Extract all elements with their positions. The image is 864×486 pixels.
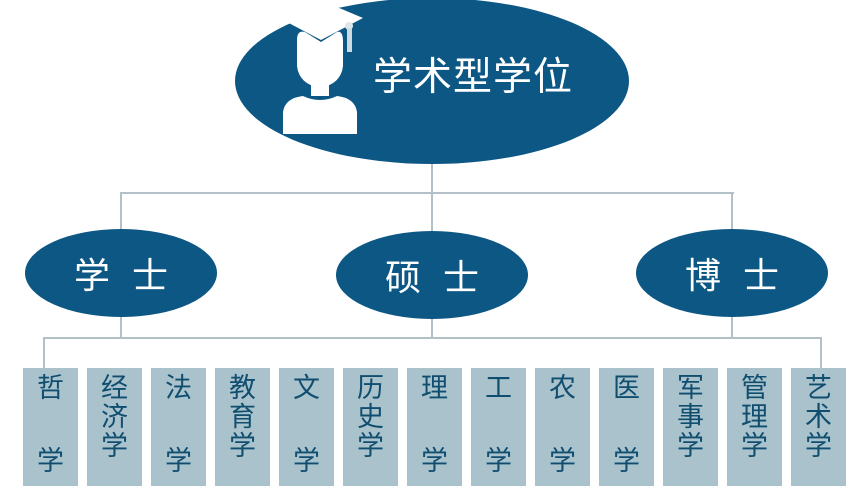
connector-root-down (431, 162, 433, 194)
discipline-literature: 文学 (279, 368, 334, 486)
discipline-engineering: 工学 (471, 368, 526, 486)
char: 历 (357, 373, 384, 404)
char: 工 (485, 373, 512, 404)
char: 艺 (805, 373, 832, 404)
connector-levels-horizontal (120, 192, 734, 194)
discipline-military-science: 军事学 (663, 368, 718, 486)
char: 学 (293, 446, 320, 477)
char: 学 (677, 431, 704, 462)
discipline-art: 艺术学 (791, 368, 846, 486)
char: 学 (741, 431, 768, 462)
level-label: 学士 (73, 256, 190, 297)
char: 济 (101, 402, 128, 433)
char: 管 (741, 373, 768, 404)
connector-master-up (431, 192, 433, 232)
connector-bachelor-down (120, 312, 122, 339)
char: 学 (357, 431, 384, 462)
char: 农 (549, 373, 576, 404)
char: 学 (549, 446, 576, 477)
connector-doctor-down (731, 312, 733, 339)
char: 学 (101, 431, 128, 462)
char: 事 (677, 402, 704, 433)
discipline-philosophy: 哲学 (23, 368, 78, 486)
char: 学 (37, 446, 64, 477)
char: 经 (101, 373, 128, 404)
char: 史 (357, 402, 384, 433)
discipline-management: 管理学 (727, 368, 782, 486)
level-label: 博士 (684, 256, 801, 297)
char: 哲 (37, 373, 64, 404)
root-title: 学术型学位 (373, 55, 574, 100)
char: 学 (485, 446, 512, 477)
char: 学 (165, 446, 192, 477)
char: 育 (229, 402, 256, 433)
connector-first-discipline (43, 337, 45, 369)
discipline-agriculture: 农学 (535, 368, 590, 486)
char: 理 (421, 373, 448, 404)
char: 学 (613, 446, 640, 477)
char: 法 (165, 373, 192, 404)
connector-master-down (431, 314, 433, 339)
connector-bachelor-up (120, 192, 122, 232)
char: 军 (677, 373, 704, 404)
discipline-history: 历史学 (343, 368, 398, 486)
root-node-academic-degree: 学术型学位 (235, 0, 629, 164)
discipline-medicine: 医学 (599, 368, 654, 486)
char: 学 (805, 431, 832, 462)
discipline-science: 理学 (407, 368, 462, 486)
graduate-student-icon (283, 2, 363, 134)
connector-last-discipline (820, 337, 822, 369)
char: 学 (229, 431, 256, 462)
level-node-bachelor: 学士 (25, 229, 217, 317)
char: 医 (613, 373, 640, 404)
level-node-doctor: 博士 (636, 229, 828, 317)
discipline-education: 教育学 (215, 368, 270, 486)
char: 教 (229, 373, 256, 404)
discipline-law: 法学 (151, 368, 206, 486)
char: 理 (741, 402, 768, 433)
char: 文 (293, 373, 320, 404)
level-node-master: 硕士 (336, 231, 528, 319)
connector-disciplines-horizontal (43, 337, 822, 339)
discipline-economics: 经济学 (87, 368, 142, 486)
level-label: 硕士 (384, 258, 501, 299)
char: 术 (805, 402, 832, 433)
char: 学 (421, 446, 448, 477)
connector-doctor-up (731, 192, 733, 232)
